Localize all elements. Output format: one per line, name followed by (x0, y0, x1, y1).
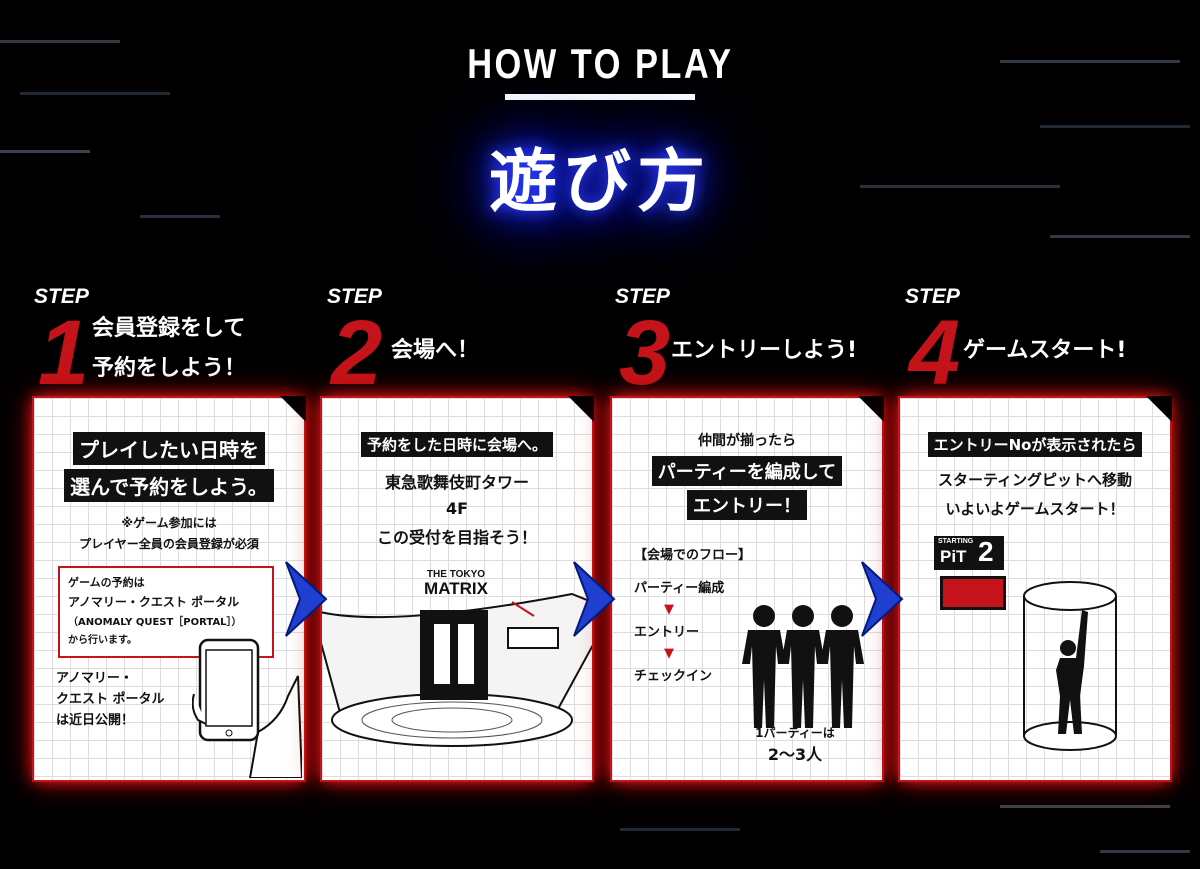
how-to-play-heading: HOW TO PLAY (466, 40, 734, 87)
step-1-title: 会員登録をして 予約をしよう！ (92, 316, 247, 381)
step-4-number: 4 (909, 302, 961, 404)
player-icon (1023, 581, 1117, 751)
page-title: 遊び方 (488, 143, 711, 222)
flow-step-1: パーティー編成 (634, 581, 725, 596)
step-3-headline-2: エントリー！ (687, 490, 807, 520)
down-arrow-icon: ▼ (664, 602, 674, 617)
heading-underline (505, 94, 695, 100)
step-4-label: STEP (905, 285, 960, 308)
step-4-headline: エントリーNoが表示されたら (927, 432, 1143, 457)
step-3-headline-1: パーティーを編成して (651, 456, 843, 486)
smartphone-icon (192, 638, 302, 778)
venue-flow: 【会場でのフロー】 パーティー編成 ▼ エントリー ▼ チェックイン (634, 544, 751, 684)
step-3-intro: 仲間が揃ったら (698, 433, 796, 449)
next-arrow-icon (573, 561, 616, 637)
flow-step-2: エントリー (634, 625, 700, 640)
flow-title: 【会場でのフロー】 (634, 548, 752, 563)
starting-pit-sign: STARTING PiT 2 (934, 536, 1004, 570)
step-1-note-2: プレイヤー全員の会員登録が必須 (79, 537, 259, 551)
step-1-headline-1: プレイしたい日時を (73, 432, 265, 465)
hand-icon (192, 693, 207, 725)
step-3-label: STEP (615, 285, 670, 308)
step-1-card: プレイしたい日時を 選んで予約をしよう。 ※ゲーム参加には プレイヤー全員の会員… (34, 396, 306, 780)
down-arrow-icon: ▼ (664, 646, 674, 661)
entry-number-display (940, 576, 1006, 610)
portal-coming-soon: アノマリー・ クエスト ポータル は近日公開！ (56, 671, 165, 728)
step-2-headline: 予約をした日時に会場へ。 (360, 432, 553, 457)
step-2-number: 2 (331, 302, 383, 404)
step-2-line-1: 東急歌舞伎町タワー (384, 473, 529, 492)
people-icon (742, 605, 864, 728)
step-4-card: エントリーNoが表示されたら スターティングピットへ移動 いよいよゲームスタート… (900, 396, 1172, 780)
party-size-note: 1パーティーは 2〜3人 (755, 726, 835, 764)
step-1-number: 1 (38, 302, 90, 404)
step-4-line-2: いよいよゲームスタート！ (945, 500, 1125, 518)
step-4-title: ゲームスタート! (963, 338, 1127, 363)
step-1-note-1: ※ゲーム参加には (121, 516, 217, 530)
step-2-card: 予約をした日時に会場へ。 東急歌舞伎町タワー 4F この受付を目指そう！ THE… (322, 396, 594, 780)
step-1-header: STEP 1 会員登録をして 予約をしよう！ (34, 285, 246, 399)
step-4-line-1: スターティングピットへ移動 (937, 471, 1133, 489)
next-arrow-icon (285, 561, 328, 637)
step-3-card: 仲間が揃ったら パーティーを編成して エントリー！ 【会場でのフロー】 パーティ… (612, 396, 884, 780)
step-1-headline-2: 選んで予約をしよう。 (64, 469, 274, 502)
header: HOW TO PLAY 遊び方 (0, 40, 1200, 225)
next-arrow-icon (861, 561, 904, 637)
step-3-header: STEP 3 エントリーしよう! (615, 285, 857, 399)
step-2-line-3: この受付を目指そう！ (376, 528, 537, 547)
step-3-number: 3 (619, 302, 671, 404)
the-tokyo-matrix-sign: THE TOKYO MATRIX (424, 569, 488, 598)
step-4-header: STEP 4 ゲームスタート! (905, 285, 1126, 399)
step-2-line-2: 4F (445, 499, 469, 518)
step-2-title: 会場へ！ (391, 338, 480, 363)
flow-step-3: チェックイン (634, 669, 713, 684)
reception-illustration (322, 592, 592, 747)
step-1-label: STEP (34, 285, 89, 308)
step-2-header: STEP 2 会場へ！ (327, 285, 479, 399)
step-2-label: STEP (327, 285, 382, 308)
step-3-title: エントリーしよう! (671, 338, 858, 363)
